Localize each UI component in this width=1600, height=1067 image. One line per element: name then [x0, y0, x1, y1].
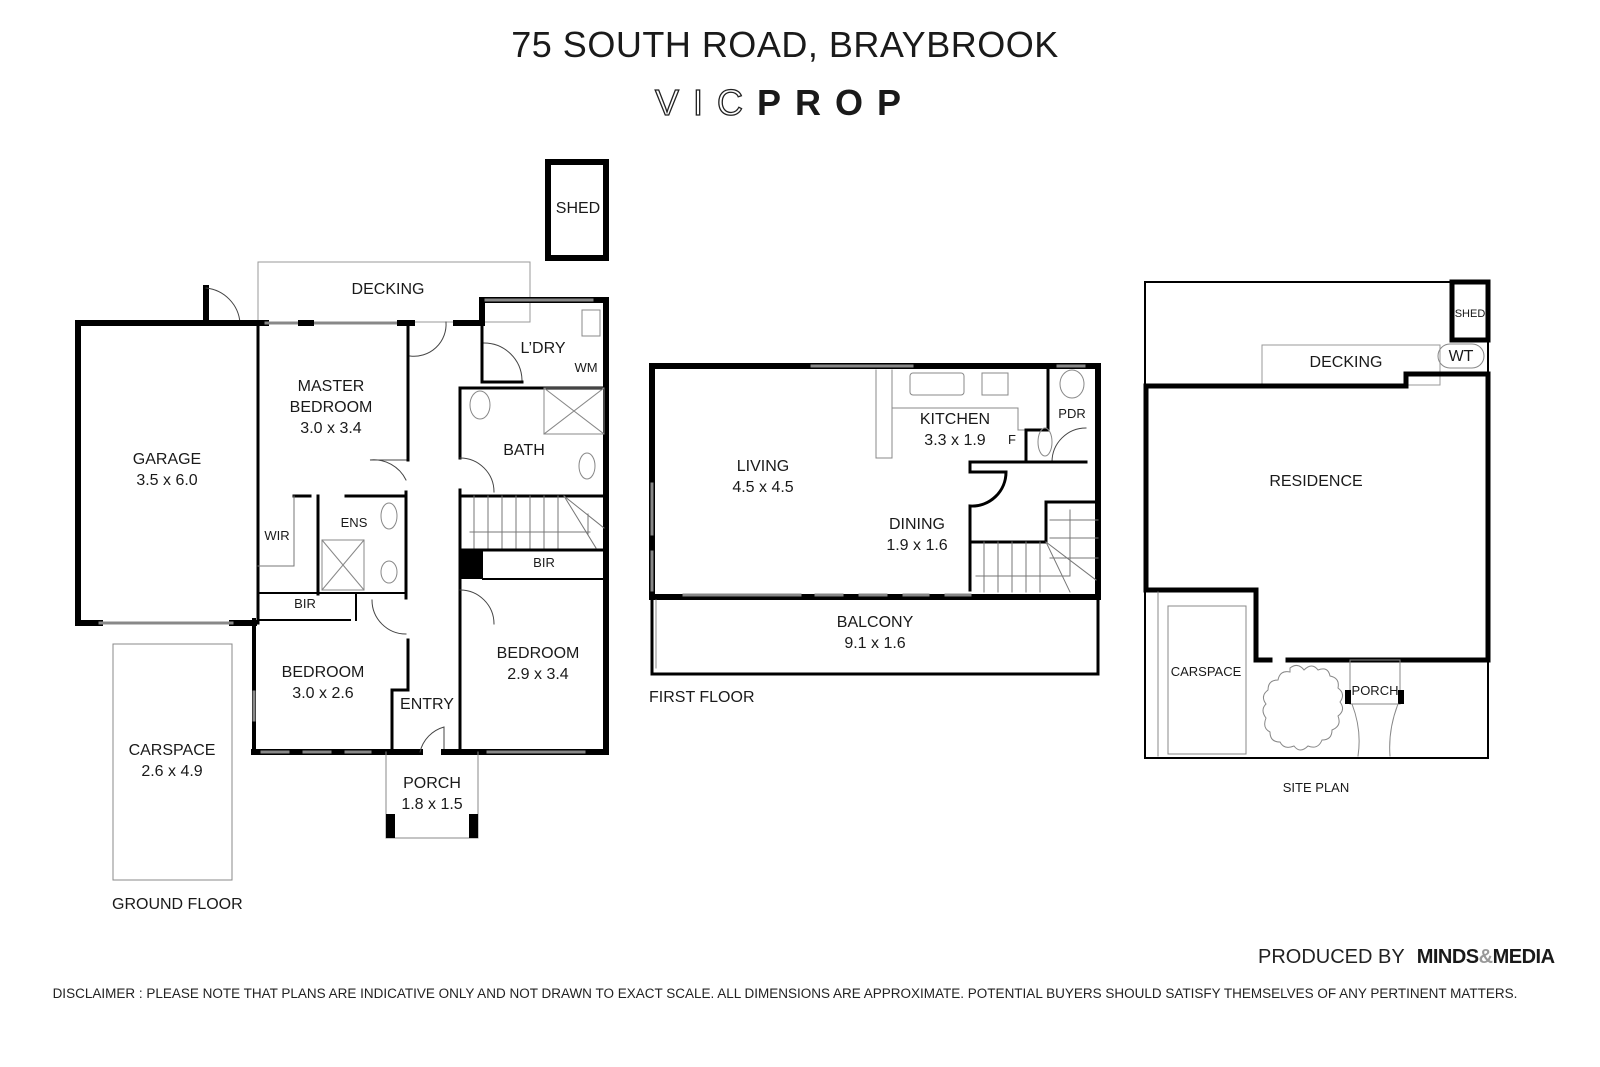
- gf-wir-label: WIR: [264, 528, 290, 543]
- ff-balcony-label: BALCONY 9.1 x 1.6: [836, 614, 914, 652]
- site-porch-label: PORCH: [1351, 683, 1399, 698]
- site-shed-label: SHED: [1454, 308, 1486, 320]
- site-water-tank-label: WT: [1448, 348, 1474, 365]
- site-carspace-label: CARSPACE: [1170, 664, 1242, 679]
- gf-decking-label: DECKING: [351, 281, 425, 298]
- ff-pdr-label: PDR: [1058, 406, 1086, 421]
- producer-logo: MINDS&MEDIA: [1416, 946, 1555, 968]
- disclaimer-text: DISCLAIMER : PLEASE NOTE THAT PLANS ARE …: [52, 986, 1518, 1001]
- gf-bath-label: BATH: [503, 442, 545, 459]
- gf-laundry-label: L’DRY: [520, 340, 566, 357]
- gf-master-bedroom-label: MASTER BEDROOM 3.0 x 3.4: [289, 378, 373, 437]
- gf-bir-right-label: BIR: [533, 555, 555, 570]
- gf-ensuite-label: ENS: [340, 515, 368, 530]
- ff-fridge-label: F: [1008, 432, 1016, 447]
- property-address-title: 75 SOUTH ROAD, BRAYBROOK: [511, 24, 1059, 65]
- carspace-outline: [112, 643, 233, 881]
- site-plan-caption: SITE PLAN: [1282, 780, 1350, 795]
- site-decking-label: DECKING: [1309, 354, 1383, 371]
- tree-icon: [1262, 664, 1344, 751]
- gf-bir-left-label: BIR: [294, 596, 316, 611]
- site-plan-drawing: [1143, 279, 1491, 759]
- ground-floor-plan: [75, 159, 609, 881]
- agency-logo: VICPROP: [0, 81, 1570, 124]
- gf-washing-machine-label: WM: [574, 360, 598, 375]
- gf-entry-label: ENTRY: [400, 696, 454, 713]
- first-floor-plan: [649, 363, 1101, 676]
- logo-solid-text: PROP: [756, 82, 916, 123]
- first-floor-caption: FIRST FLOOR: [649, 689, 755, 706]
- shed-outline: [545, 159, 609, 261]
- site-residence-label: RESIDENCE: [1269, 473, 1363, 490]
- gf-shed-label: SHED: [555, 200, 601, 217]
- gf-porch-label: PORCH 1.8 x 1.5: [401, 775, 463, 813]
- ff-kitchen-label: KITCHEN 3.3 x 1.9: [919, 411, 991, 449]
- ff-dining-label: DINING 1.9 x 1.6: [886, 516, 948, 554]
- ff-living-label: LIVING 4.5 x 4.5: [732, 458, 794, 496]
- gf-bedroom-right-label: BEDROOM 2.9 x 3.4: [496, 645, 580, 683]
- ground-floor-caption: GROUND FLOOR: [112, 896, 243, 913]
- gf-carspace-label: CARSPACE 2.6 x 4.9: [128, 742, 216, 780]
- gf-garage-label: GARAGE 3.5 x 6.0: [132, 451, 202, 489]
- logo-outline-text: VIC: [654, 81, 757, 123]
- gf-bedroom-left-label: BEDROOM 3.0 x 2.6: [281, 664, 365, 702]
